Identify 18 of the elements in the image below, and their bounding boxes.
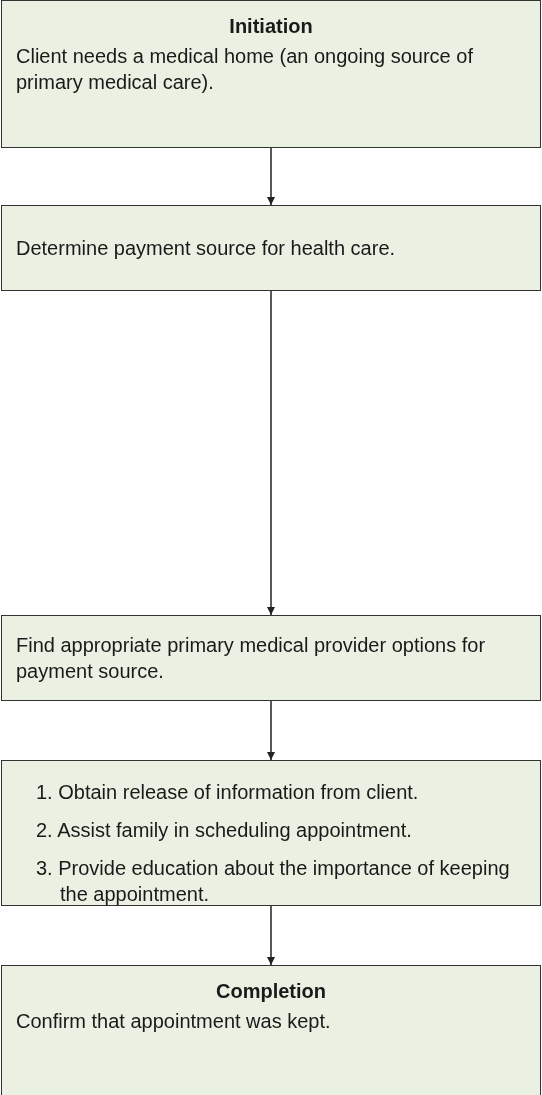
box-heading: Completion <box>215 979 327 1004</box>
arrow <box>267 700 275 761</box>
box-heading: Initiation <box>228 14 314 39</box>
arrow <box>267 905 275 966</box>
process-box <box>1 615 541 701</box>
process-box <box>1 205 541 291</box>
box-text: Find appropriate primary medical provider options for payment source. <box>16 633 487 684</box>
list-item: 1. Obtain release of information from client. <box>35 780 420 805</box>
box-text: Client needs a medical home (an ongoing source of primary medical care). <box>16 44 474 95</box>
process-box <box>1 965 541 1095</box>
process-box <box>1 760 541 906</box>
arrow <box>267 147 275 206</box>
box-text: Determine payment source for health care. <box>16 236 397 261</box>
box-text: Confirm that appointment was kept. <box>16 1009 332 1034</box>
list-item: 3. Provide education about the importance of keeping the appointment. <box>35 856 511 907</box>
list-item: 2. Assist family in scheduling appointment. <box>35 818 413 843</box>
process-box <box>1 0 541 148</box>
arrow <box>267 290 275 616</box>
